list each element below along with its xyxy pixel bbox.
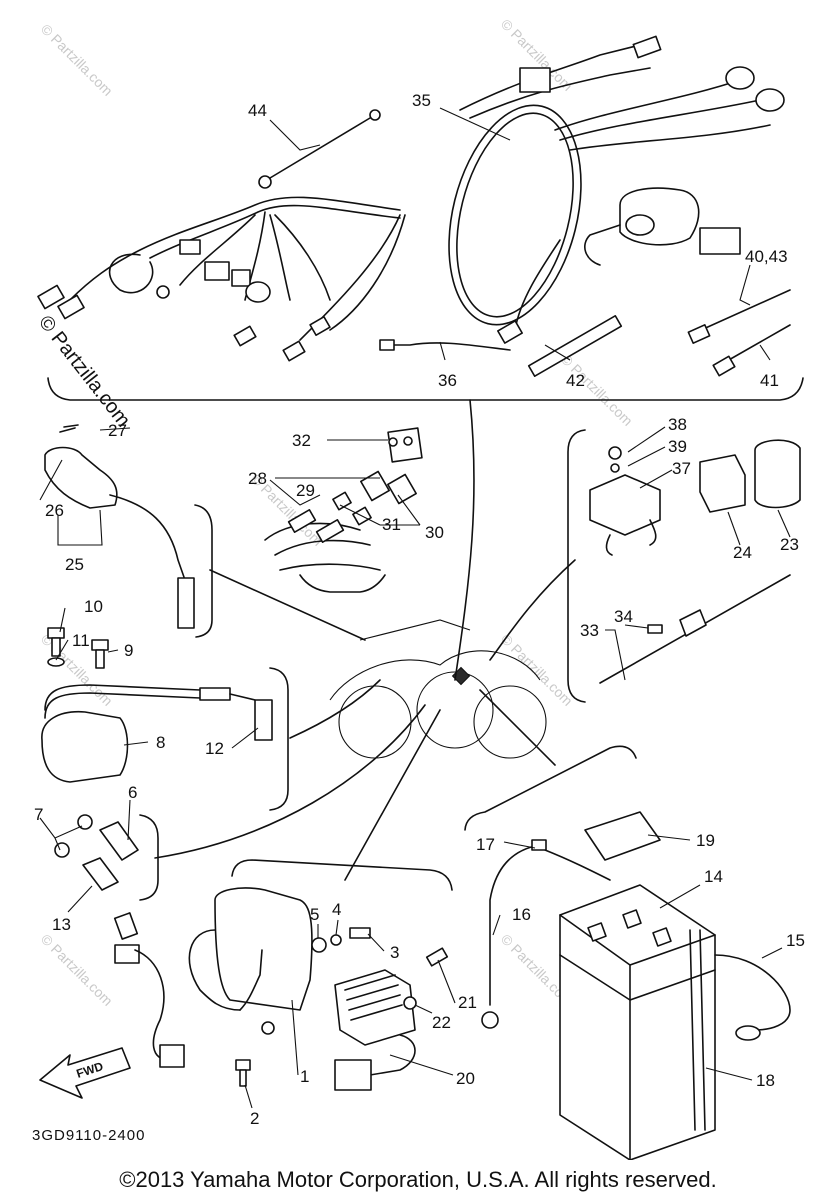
fwd-arrow: FWD [39,1047,131,1099]
callout-6: 6 [128,783,137,802]
callout-23: 23 [780,535,799,554]
callout-32: 32 [292,431,311,450]
callout-19: 19 [696,831,715,850]
callout-11: 11 [72,631,90,650]
callout-37: 37 [672,459,691,478]
callout-18: 18 [756,1071,775,1090]
group-switches [54,814,159,901]
group-cdi-regulator [113,859,453,1091]
callout-17: 17 [476,835,495,854]
partzilla-watermark: © Partzilla.com [34,312,134,432]
callout-14: 14 [704,867,723,886]
battery-cable-16 [489,844,541,1006]
watermark-layer: © Partzilla.com © Partzilla.com © Partzi… [38,16,636,1009]
watermark: © Partzilla.com [38,21,116,99]
callout-27: 27 [108,421,127,440]
group-plug-cap [44,424,213,638]
callout-15: 15 [786,931,805,950]
callout-31: 31 [382,515,401,534]
callout-3: 3 [390,943,399,962]
callout-29: 29 [296,481,315,500]
electrical-parts-diagram: © Partzilla.com © Partzilla.com © Partzi… [32,16,805,1160]
copyright-notice: ©2013 Yamaha Motor Corporation, U.S.A. A… [119,1167,717,1192]
callout-8: 8 [156,733,165,752]
callout-24: 24 [733,543,752,562]
diagram-code: 3GD9110-2400 [32,1127,145,1144]
callout-labels: 44 35 36 42 41 40,43 27 32 26 25 28 29 3… [34,91,805,1128]
callout-10: 10 [84,597,103,616]
rectifier-regulator [334,969,416,1046]
callout-26: 26 [45,501,64,520]
vehicle-outline [154,399,576,881]
watermark: © Partzilla.com [38,931,116,1009]
watermark: © Partzilla.com [498,631,576,709]
callout-40-43: 40,43 [745,247,788,266]
callout-44: 44 [248,101,267,120]
cdi-unit [214,887,313,1011]
callout-1: 1 [300,1067,309,1086]
group-connectors [264,427,423,593]
callout-16: 16 [512,905,531,924]
callout-9: 9 [124,641,133,660]
group-battery [464,745,791,1160]
harness-loop-inner [456,112,574,318]
cable-band-42 [527,315,623,377]
harness-bracket [47,377,804,401]
callout-2: 2 [250,1109,259,1128]
lead-wire-36 [389,342,511,351]
callout-12: 12 [205,739,224,758]
callout-28: 28 [248,469,267,488]
callout-35: 35 [412,91,431,110]
callout-38: 38 [668,415,687,434]
callout-13: 13 [52,915,71,934]
callout-39: 39 [668,437,687,456]
wire-harness-group [37,35,804,401]
callout-22: 22 [432,1013,451,1032]
battery [559,884,716,1160]
group-relays [567,429,801,703]
callout-42: 42 [566,371,585,390]
harness-loop [448,104,582,326]
callout-7: 7 [34,805,43,824]
callout-25: 25 [65,555,84,574]
callout-33: 33 [580,621,599,640]
callout-36: 36 [438,371,457,390]
callout-20: 20 [456,1069,475,1088]
group-ignition-coil [41,627,289,811]
lead-wire-44 [269,117,371,179]
callout-34: 34 [614,607,633,626]
callout-5: 5 [310,905,319,924]
callout-30: 30 [425,523,444,542]
callout-21: 21 [458,993,477,1012]
callout-4: 4 [332,900,341,919]
callout-41: 41 [760,371,779,390]
leader-lines [39,107,791,1109]
